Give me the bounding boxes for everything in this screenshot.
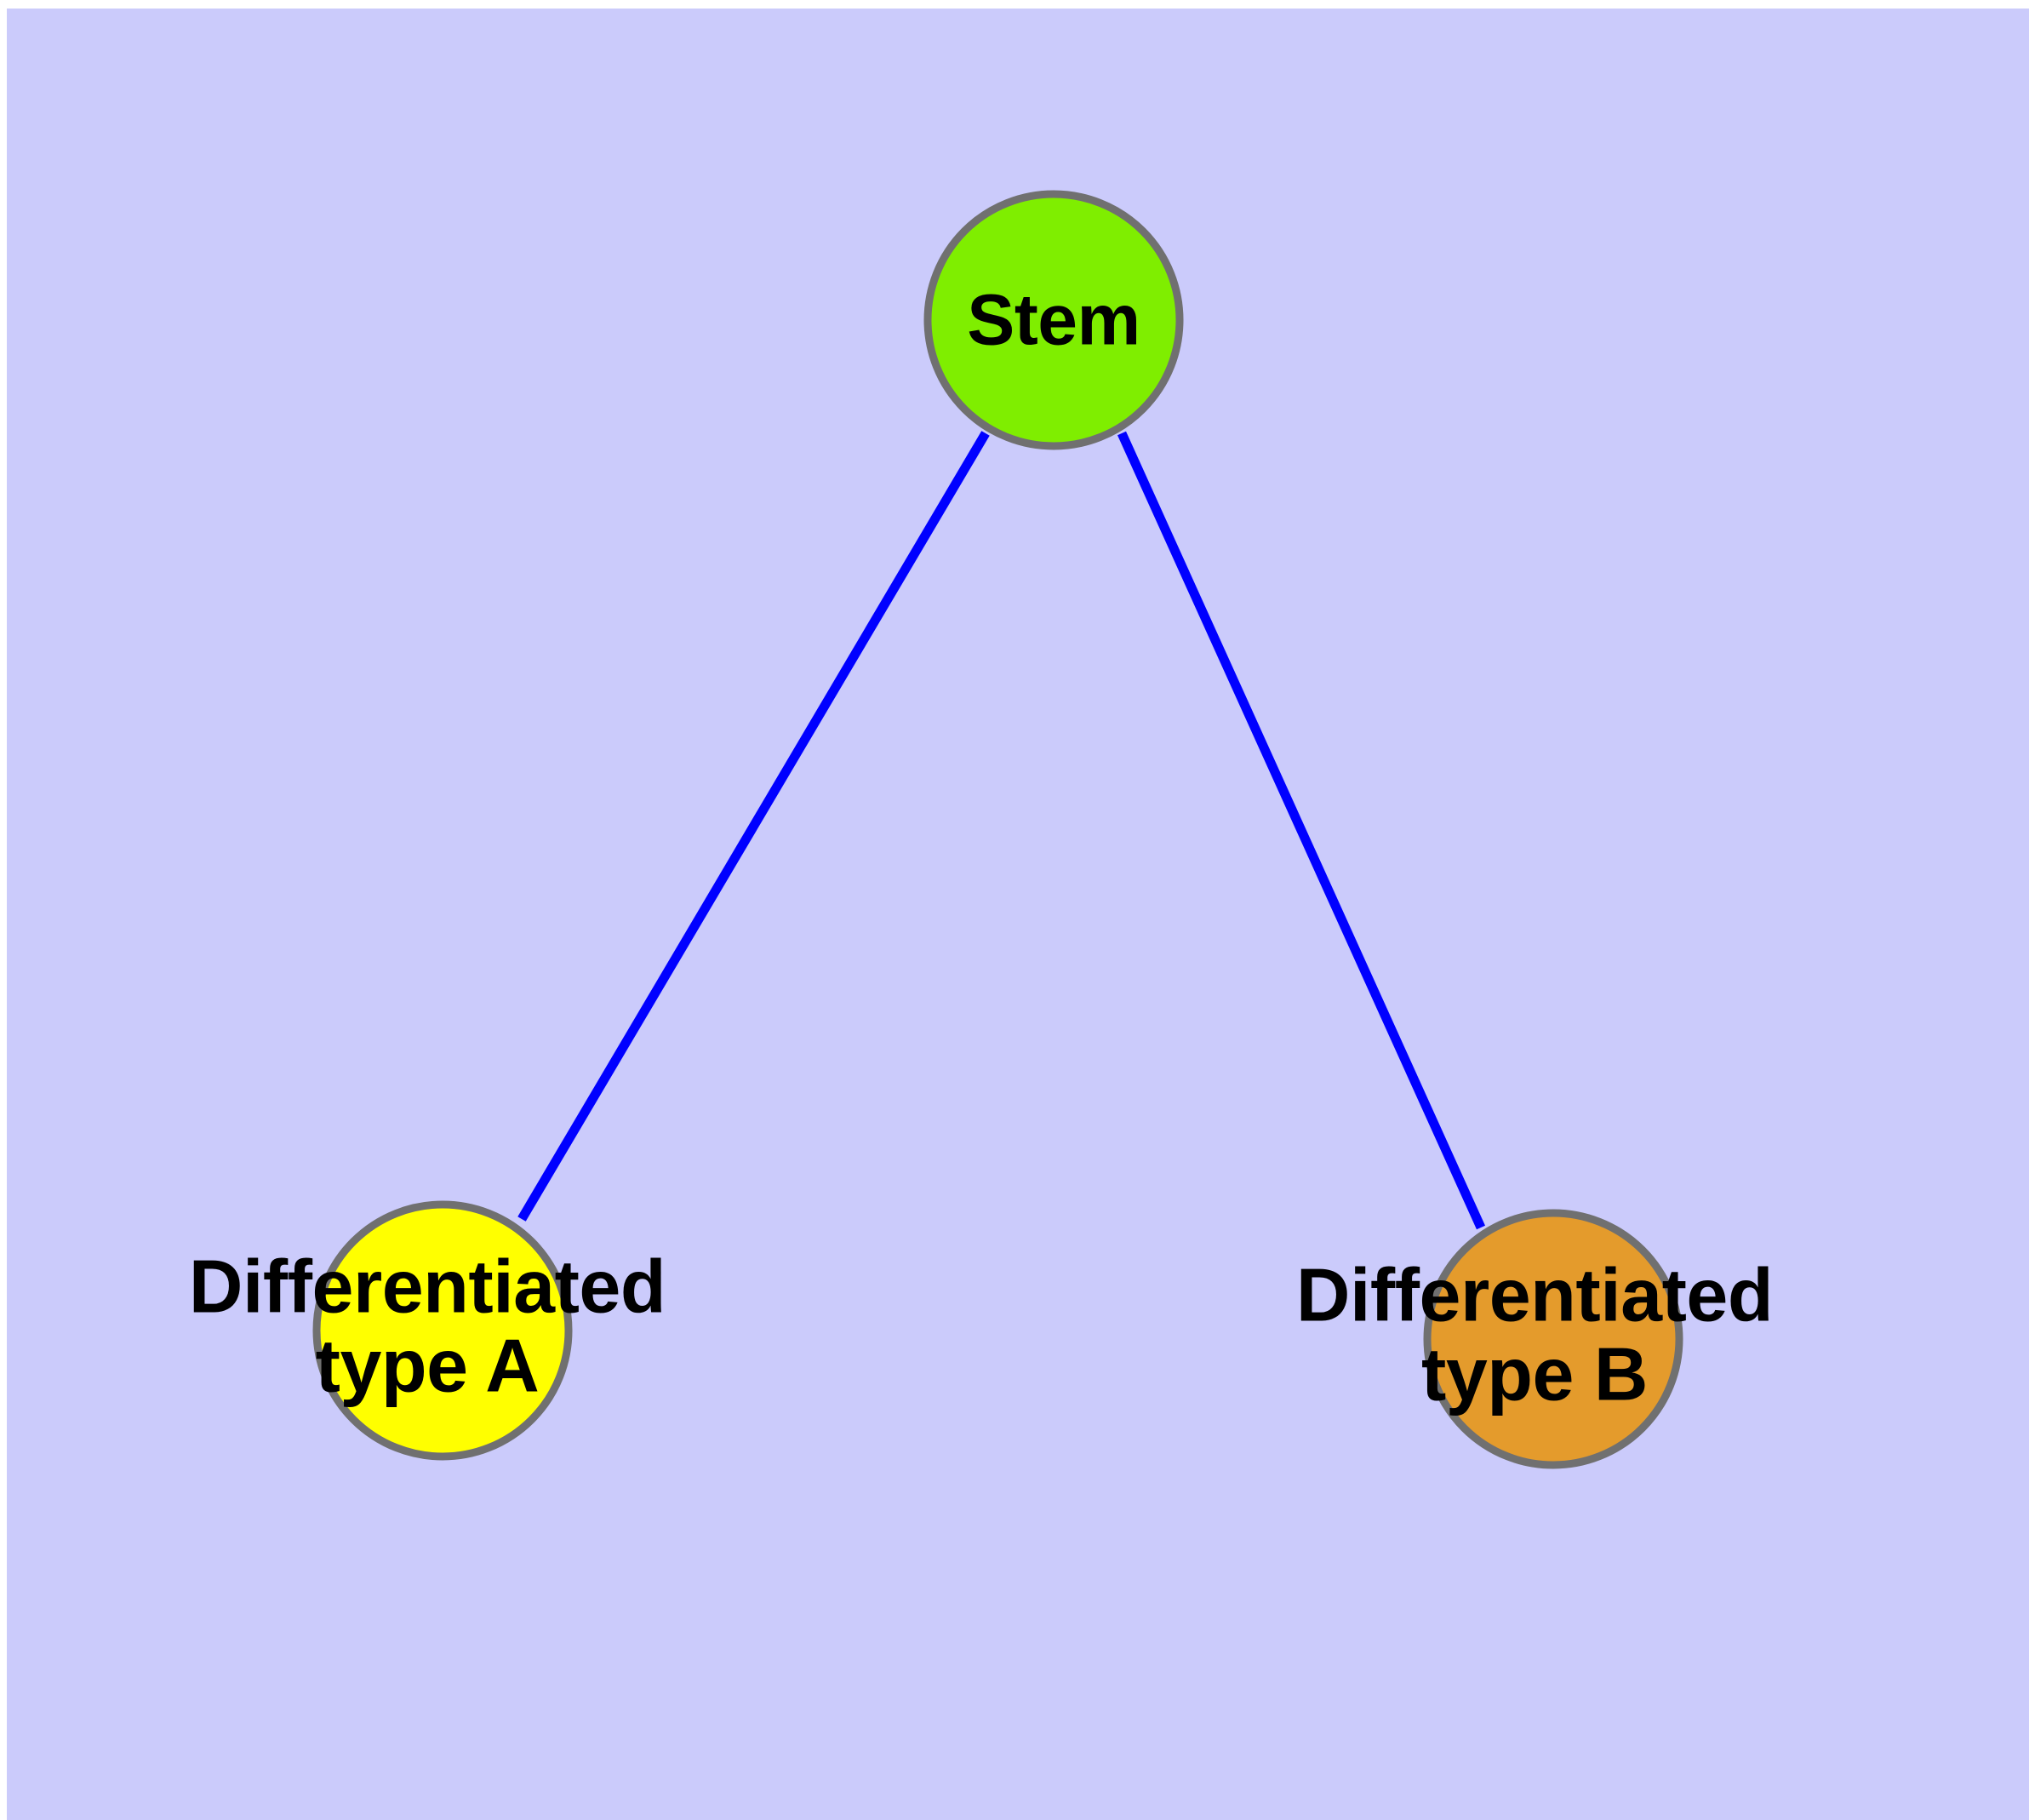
node-stem[interactable] bbox=[923, 190, 1184, 450]
edge-stem-to-differentiated-type-b bbox=[1117, 431, 1486, 1230]
node-differentiated-type-b[interactable] bbox=[1423, 1209, 1683, 1469]
edge-stem-to-differentiated-type-a bbox=[517, 431, 990, 1222]
node-differentiated-type-a[interactable] bbox=[312, 1200, 573, 1461]
